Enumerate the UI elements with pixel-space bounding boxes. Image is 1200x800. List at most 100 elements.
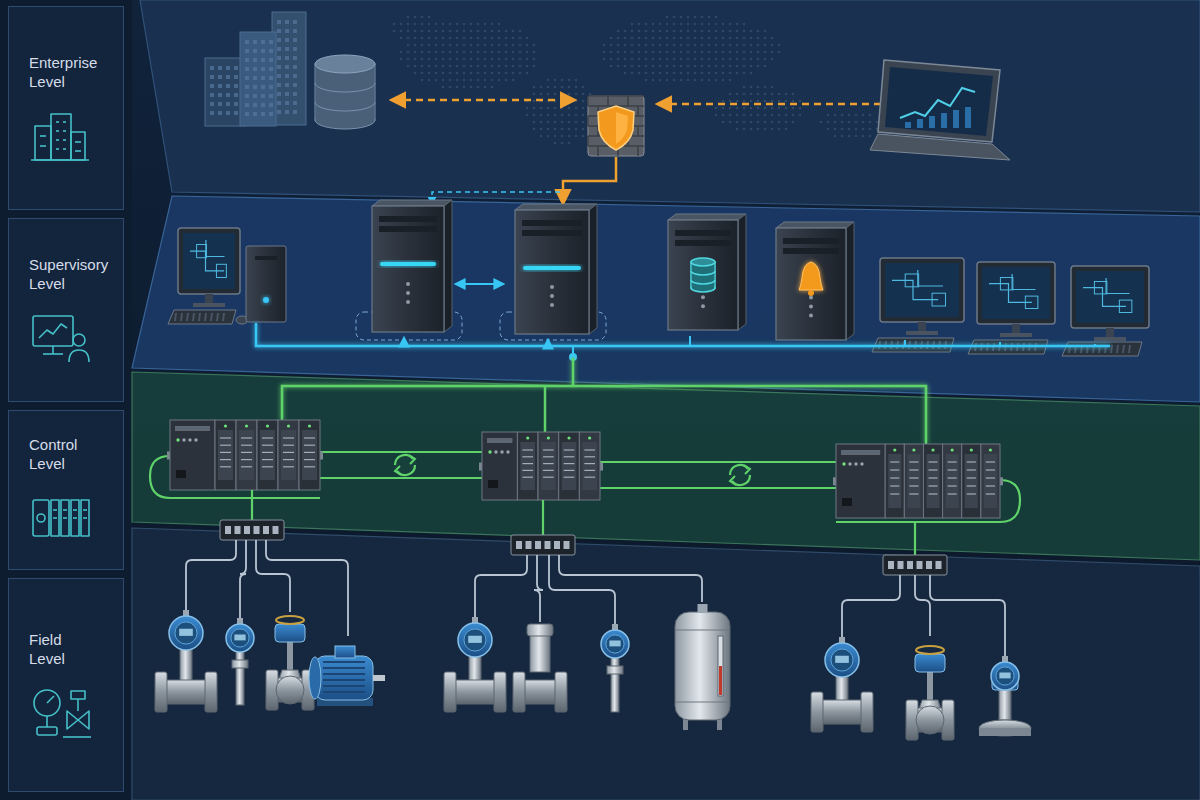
pipe-body — [817, 700, 867, 724]
map-dot — [414, 23, 417, 26]
map-dot — [743, 107, 746, 110]
server-bay — [783, 238, 839, 244]
icon-stroke — [33, 316, 73, 346]
map-dot — [484, 72, 487, 75]
level-label-box: Control Level — [8, 410, 124, 570]
map-dot — [477, 86, 480, 89]
map-dot — [848, 135, 851, 138]
monitor-foot — [1000, 333, 1032, 337]
data-link — [658, 103, 896, 106]
pipe-flange — [205, 672, 217, 712]
building-window — [285, 47, 289, 51]
map-dot — [722, 37, 725, 40]
map-dot — [491, 44, 494, 47]
map-dot — [778, 114, 781, 117]
monitor-frame — [178, 228, 240, 294]
map-dot — [470, 72, 473, 75]
server-bay — [783, 248, 839, 254]
map-dot — [617, 30, 620, 33]
map-dot — [855, 121, 858, 124]
server-button — [550, 294, 554, 298]
map-dot — [575, 114, 578, 117]
map-dot — [869, 135, 872, 138]
map-dot — [645, 58, 648, 61]
field-cable — [534, 555, 543, 622]
map-dot — [533, 121, 536, 124]
screen-schematic — [989, 274, 1036, 302]
map-dot — [463, 44, 466, 47]
pressure-flange-edge — [979, 728, 1031, 736]
firewall-brick — [597, 146, 599, 156]
switch-port — [898, 561, 904, 569]
map-dot — [533, 114, 536, 117]
switch-port — [554, 541, 560, 549]
map-dot — [764, 44, 767, 47]
map-dot — [652, 37, 655, 40]
map-dot — [442, 86, 445, 89]
map-dot — [505, 58, 508, 61]
building-window — [285, 110, 289, 114]
map-dot — [715, 65, 718, 68]
ring-symbol — [730, 465, 750, 485]
map-dot — [421, 79, 424, 82]
building-window — [210, 75, 214, 79]
map-dot — [715, 37, 718, 40]
plc-led — [951, 448, 954, 451]
map-dot — [526, 44, 529, 47]
plc-terminal — [986, 461, 995, 462]
map-dot — [666, 44, 669, 47]
field-cable — [915, 575, 930, 636]
keyboard-key — [1117, 345, 1118, 353]
display-window — [999, 673, 1010, 679]
building-window — [261, 40, 265, 44]
map-dot — [855, 128, 858, 131]
pipe-flange — [155, 672, 167, 712]
icon-stroke — [73, 334, 85, 346]
database-top — [315, 55, 375, 73]
map-dot — [750, 107, 753, 110]
laptop-bar — [917, 119, 923, 128]
plc-terminal — [928, 469, 937, 470]
switch-uplink — [914, 522, 916, 555]
map-dot — [736, 114, 739, 117]
plc-terminal — [543, 456, 554, 457]
map-dot — [729, 107, 732, 110]
map-dot — [414, 72, 417, 75]
map-dot — [624, 58, 627, 61]
map-dot — [757, 51, 760, 54]
plc-terminal — [948, 493, 957, 494]
keyboard — [168, 310, 236, 324]
server-button — [550, 285, 554, 289]
map-dot — [470, 44, 473, 47]
map-dot — [484, 58, 487, 61]
map-dot — [743, 51, 746, 54]
map-dot — [680, 30, 683, 33]
icon-stroke — [40, 135, 46, 137]
map-dot — [484, 37, 487, 40]
icon-stroke — [81, 500, 89, 536]
firewall — [588, 96, 644, 156]
laptop-lid — [878, 60, 1000, 142]
network-drop — [999, 342, 1001, 346]
map-dot — [470, 86, 473, 89]
map-dot — [484, 65, 487, 68]
plc-terminal — [262, 445, 273, 446]
map-dot — [778, 121, 781, 124]
screen-schematic — [1083, 278, 1130, 306]
map-dot — [582, 93, 585, 96]
map-dot — [533, 100, 536, 103]
map-dot — [743, 44, 746, 47]
map-dot — [645, 30, 648, 33]
building-window — [293, 101, 297, 105]
map-dot — [659, 65, 662, 68]
plc-terminal — [584, 477, 595, 478]
map-dot — [652, 79, 655, 82]
building-window — [269, 49, 273, 53]
building-window — [269, 103, 273, 107]
icon-stroke — [71, 500, 79, 536]
map-dot — [428, 44, 431, 47]
building-window — [277, 83, 281, 87]
map-dot — [645, 65, 648, 68]
map-dot — [659, 58, 662, 61]
